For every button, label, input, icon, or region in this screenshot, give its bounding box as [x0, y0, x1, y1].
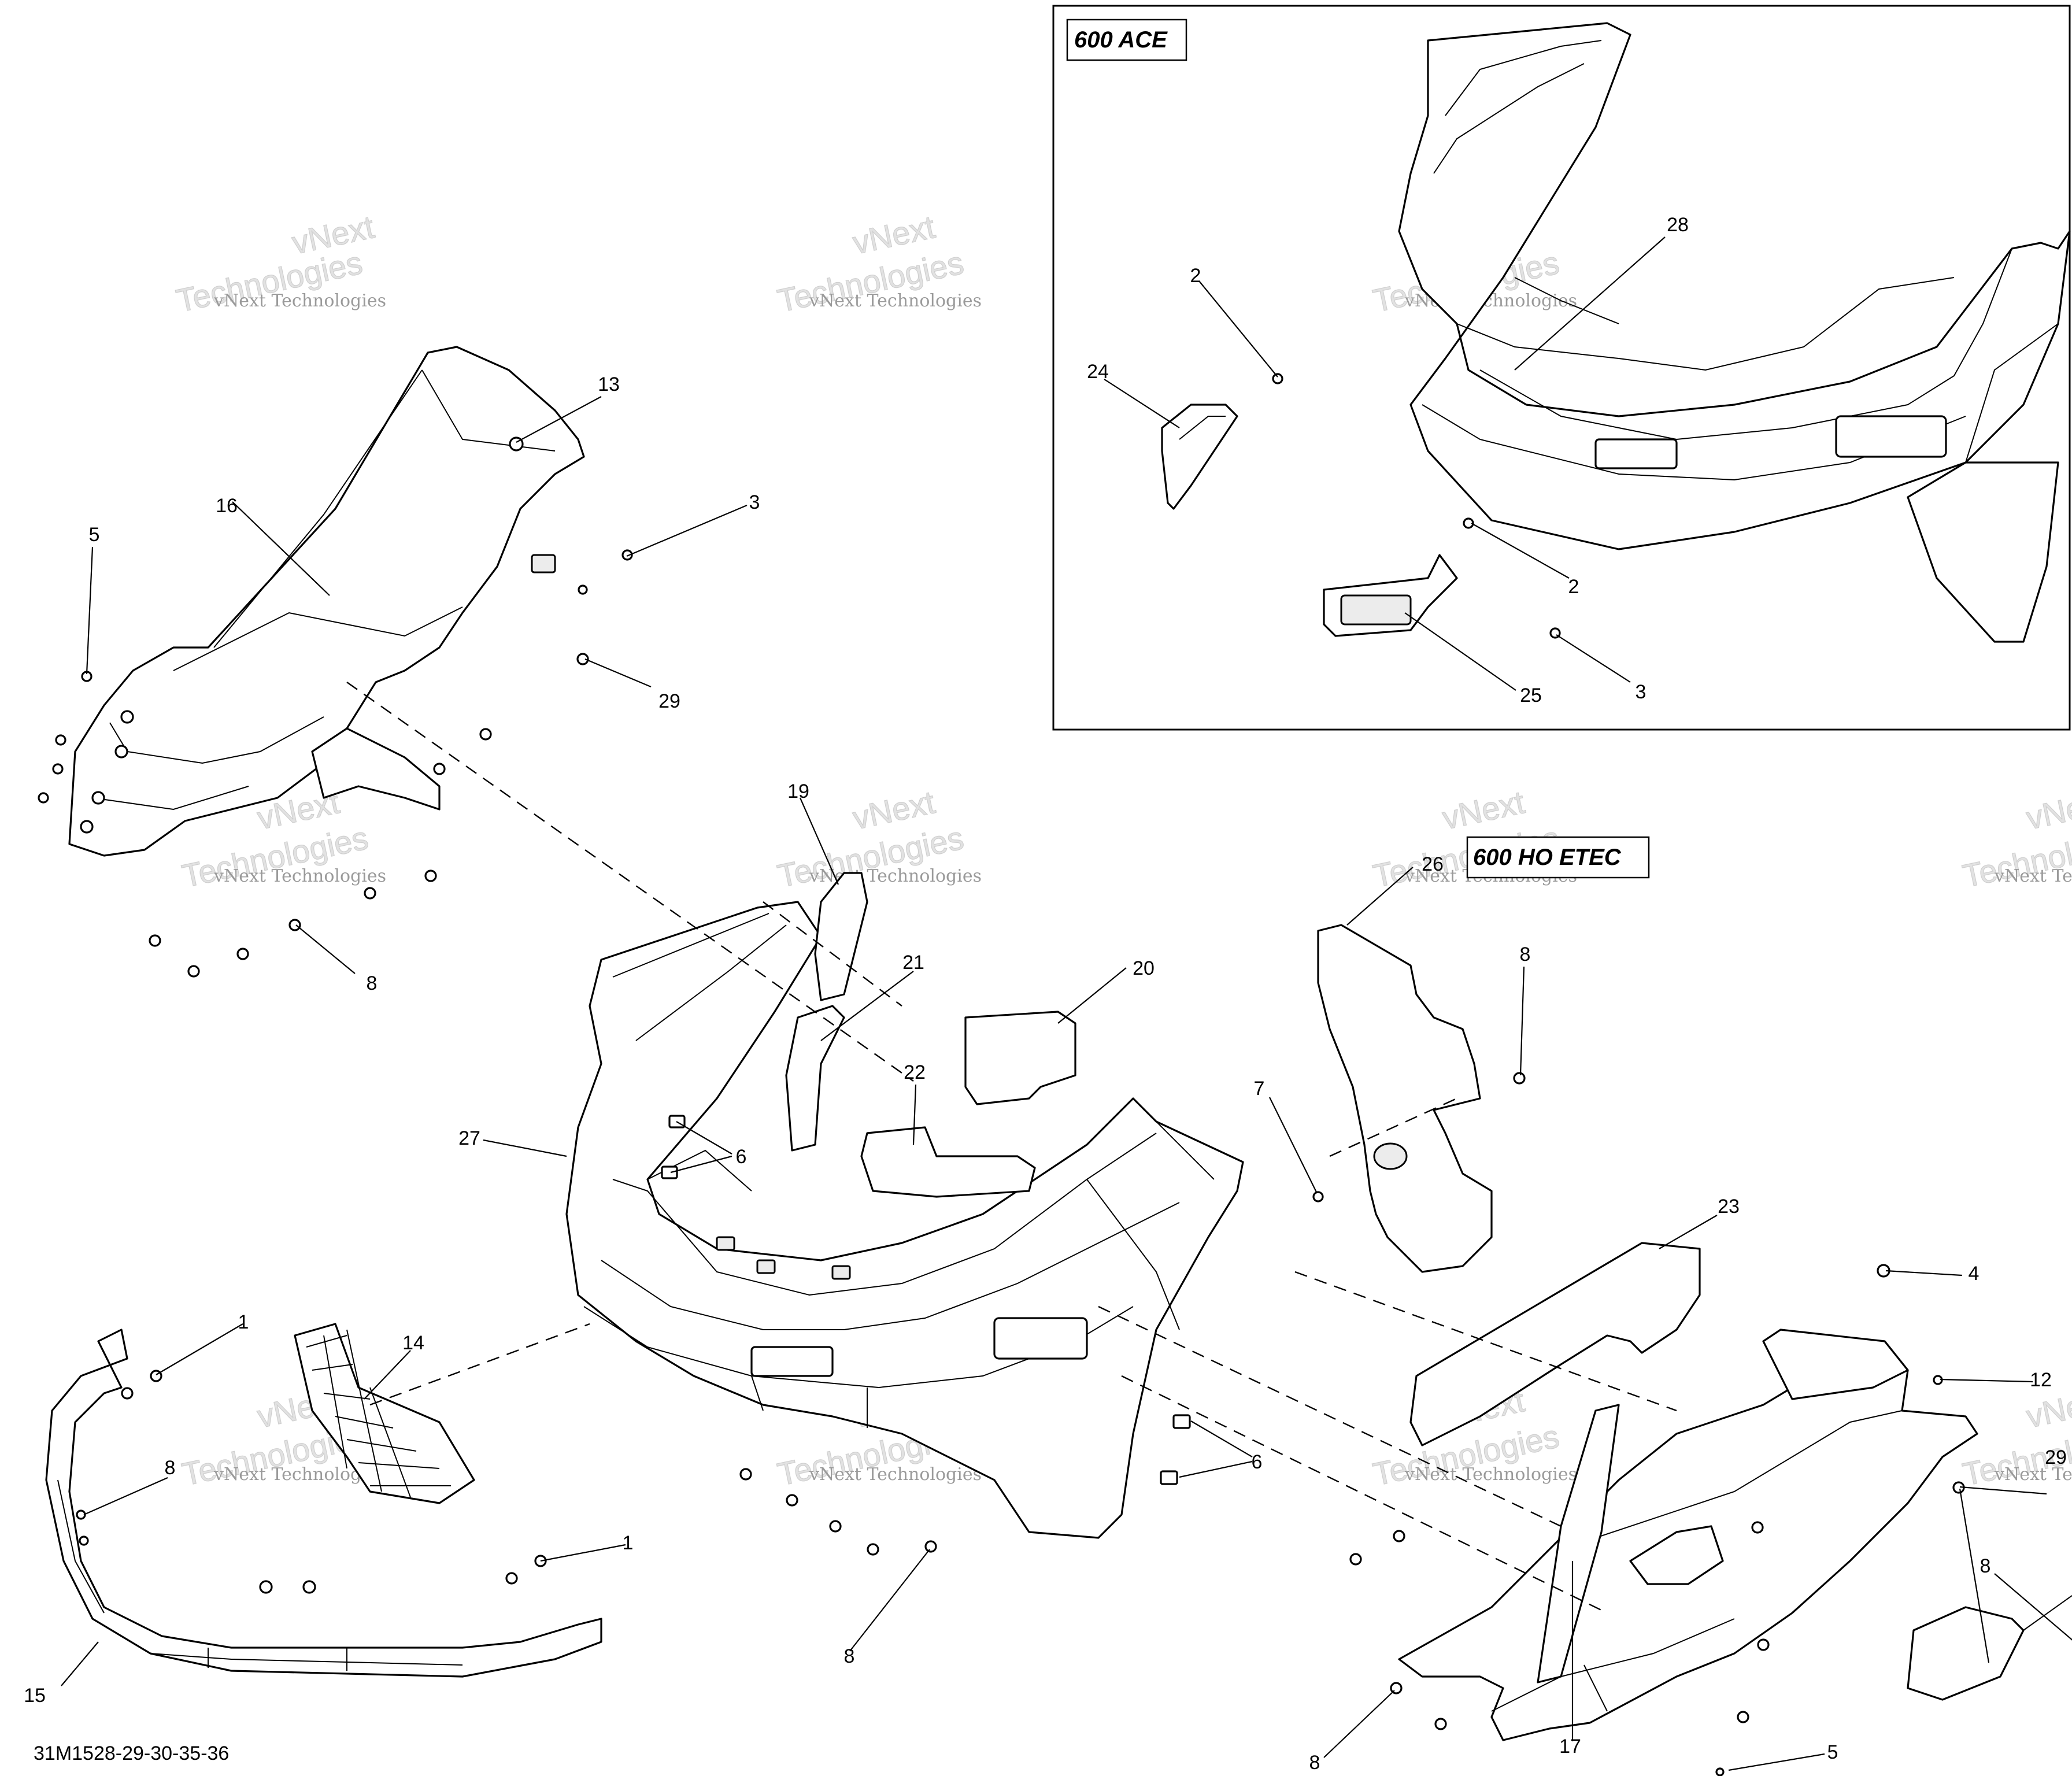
callout-22: 22 — [904, 1061, 926, 1083]
svg-text:vNext: vNext — [2023, 783, 2072, 836]
callout-3-b: 3 — [1636, 681, 1646, 703]
callout-8-f: 8 — [1309, 1752, 1320, 1774]
part-right-cover — [1907, 1595, 2072, 1701]
part-23 — [1409, 1242, 1701, 1446]
svg-text:vNext Technologies: vNext Technologies — [809, 1464, 982, 1485]
callout-19: 19 — [787, 780, 809, 802]
callout-17: 17 — [1559, 1736, 1581, 1758]
svg-text:vNext Technologies: vNext Technologies — [809, 291, 982, 311]
part-15-bumper — [45, 1329, 602, 1678]
part-14-grille — [294, 1323, 475, 1504]
callout-3: 3 — [749, 491, 760, 513]
callout-6-b: 6 — [1252, 1451, 1263, 1473]
callout-15: 15 — [24, 1685, 46, 1707]
callout-6: 6 — [736, 1146, 747, 1168]
fasteners-etec — [1312, 1072, 1965, 1776]
watermark-1: vNext Technologies vNext Technologies — [173, 208, 386, 320]
callout-8-c: 8 — [844, 1645, 855, 1667]
callout-8-e: 8 — [1980, 1555, 1991, 1577]
part-25 — [1323, 554, 1458, 637]
assembly-lines — [346, 682, 1677, 1614]
callout-29-b: 29 — [2045, 1446, 2067, 1468]
callout-5-b: 5 — [1827, 1741, 1838, 1763]
inset-frame — [1052, 5, 2071, 731]
callout-labels: 13 3 16 5 29 8 19 21 20 22 27 6 1 14 8 1… — [24, 214, 2067, 1774]
part-20 — [964, 1011, 1076, 1105]
callout-16: 16 — [216, 495, 238, 517]
callout-12: 12 — [2030, 1369, 2052, 1391]
part-24 — [1161, 404, 1238, 510]
watermark-4: vNext Technologies vNext Technologies — [179, 783, 386, 895]
callout-25: 25 — [1520, 684, 1542, 706]
fasteners-15 — [76, 1370, 547, 1594]
watermark-2: vNext Technologies vNext Technologies — [774, 208, 982, 320]
part-19 — [814, 872, 868, 1001]
inset-label-600-ace: 600 ACE — [1074, 27, 1168, 53]
part-21 — [785, 1005, 845, 1152]
watermark-11: vNext Technologies vNext Technologies — [1959, 1382, 2072, 1493]
callout-23: 23 — [1718, 1196, 1740, 1218]
callout-5: 5 — [89, 524, 100, 546]
callout-2: 2 — [1190, 265, 1201, 287]
callout-8-d: 8 — [1520, 944, 1531, 965]
fasteners-16 — [38, 436, 633, 978]
callout-14: 14 — [402, 1332, 424, 1354]
inset-label-600-ho-etec: 600 HO ETEC — [1473, 845, 1622, 870]
svg-text:vNext Technologies: vNext Technologies — [1404, 1464, 1577, 1485]
callout-13: 13 — [598, 373, 620, 395]
callout-26: 26 — [1422, 853, 1444, 875]
callout-24: 24 — [1087, 361, 1109, 383]
callout-2-b: 2 — [1568, 576, 1579, 598]
inset-label-box — [1066, 18, 1187, 61]
part-26 — [1317, 924, 1493, 1273]
callout-7: 7 — [1254, 1078, 1265, 1100]
callout-8-b: 8 — [165, 1457, 176, 1479]
callout-29: 29 — [658, 690, 680, 712]
callout-8: 8 — [367, 972, 378, 994]
svg-text:vNext Technologies: vNext Technologies — [213, 866, 386, 886]
callout-1-b: 1 — [623, 1532, 634, 1554]
leader-lines — [61, 236, 2072, 1771]
svg-text:vNext Technologies: vNext Technologies — [1994, 1464, 2072, 1485]
inset-600-ace: 600 ACE — [1052, 5, 2071, 731]
section-600-ho-etec: 600 HO ETEC — [1312, 836, 2072, 1776]
callout-28: 28 — [1667, 214, 1689, 236]
callout-4: 4 — [1969, 1263, 1980, 1285]
part-17-lower — [1398, 1329, 1978, 1741]
callout-1: 1 — [238, 1311, 249, 1333]
callout-20: 20 — [1133, 957, 1155, 979]
etec-label-box — [1466, 836, 1650, 879]
part-16-upper-panel — [68, 346, 585, 857]
svg-text:vNext Technologies: vNext Technologies — [213, 291, 386, 311]
inset-fasteners — [1272, 373, 1561, 639]
diagram-reference-code: 31M1528-29-30-35-36 — [34, 1742, 229, 1764]
svg-text:vNext Technologies: vNext Technologies — [1994, 866, 2072, 886]
part-22 — [860, 1126, 1036, 1198]
callout-21: 21 — [902, 952, 924, 974]
callout-27: 27 — [458, 1127, 480, 1149]
part-27-main-hood — [565, 901, 1244, 1539]
part-28-ace-hood — [1398, 22, 2071, 643]
watermark-7: vNext Technologies vNext Technologies — [1959, 783, 2072, 895]
